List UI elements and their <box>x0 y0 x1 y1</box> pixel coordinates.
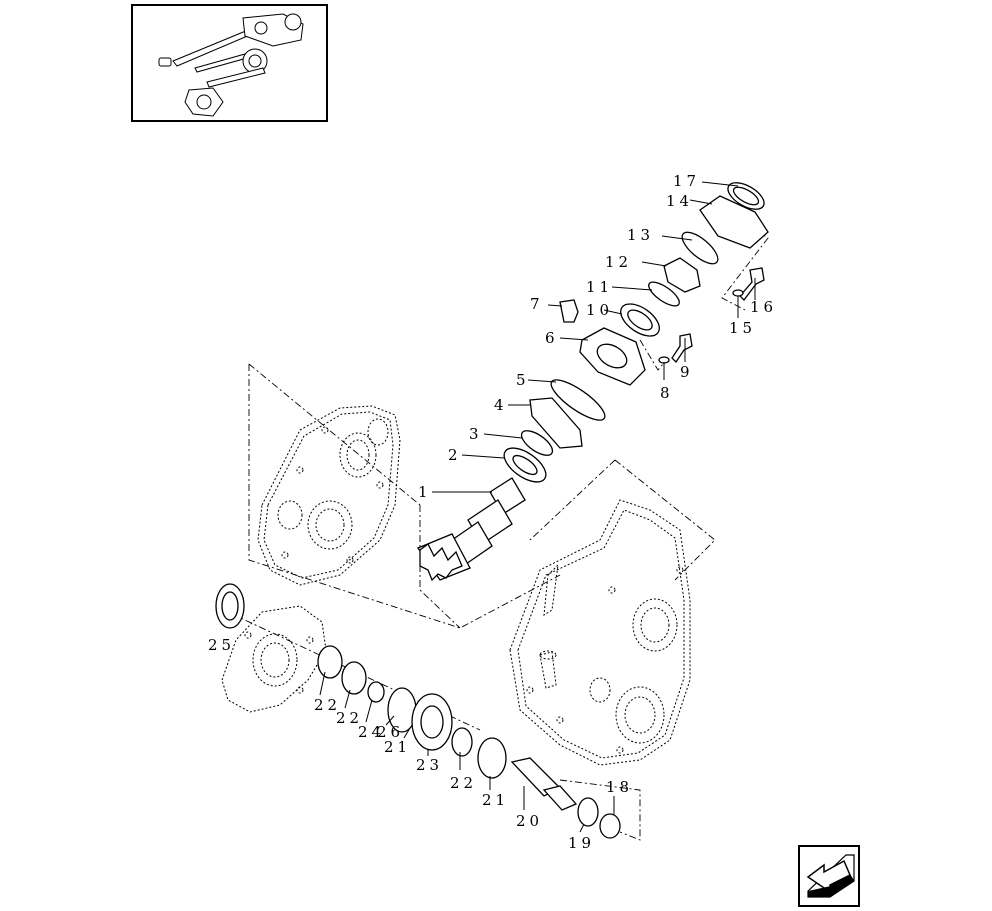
part-16-bolt <box>739 267 765 301</box>
part-23-bearing-inner <box>420 705 444 739</box>
navigation-back-button[interactable] <box>798 845 860 907</box>
part-22-ring-a <box>317 645 343 679</box>
part-25-seal-inner <box>221 591 239 621</box>
callout-7: 7 <box>530 295 544 313</box>
leader-lines <box>319 181 756 833</box>
part-1-pinion-shaft <box>417 477 526 582</box>
part-3-ring <box>520 430 554 456</box>
callout-22-c: 22 <box>450 774 477 792</box>
callouts: 17 14 13 12 11 7 10 6 9 8 16 15 5 4 3 2 … <box>208 172 777 852</box>
callout-8: 8 <box>660 384 674 402</box>
callout-13: 13 <box>627 226 654 244</box>
housing-outline-upper <box>248 364 561 629</box>
right-housing <box>509 499 691 766</box>
callout-1: 1 <box>418 483 432 501</box>
callout-21-a: 21 <box>384 738 411 756</box>
callout-2: 2 <box>448 446 462 464</box>
callout-14: 14 <box>666 192 693 210</box>
callout-24: 24 <box>358 723 385 741</box>
callout-17: 17 <box>673 172 700 190</box>
callout-9: 9 <box>680 363 694 381</box>
callout-25: 25 <box>208 636 235 654</box>
part-22-ring-c <box>451 727 473 757</box>
part-12-locknut <box>663 257 701 293</box>
part-2-bearing-inner <box>512 454 538 476</box>
callout-3: 3 <box>469 425 483 443</box>
callout-26: 26 <box>377 723 404 741</box>
part-22-ring-b <box>341 661 367 695</box>
callout-18: 18 <box>606 778 633 796</box>
part-20-output-shaft <box>510 757 578 811</box>
callout-19: 19 <box>568 834 595 852</box>
part-24-spacer <box>367 681 385 703</box>
part-10-bearing-inner <box>627 309 653 331</box>
part-14-nut <box>699 195 769 249</box>
assembly-thumbnail-icon <box>158 13 304 117</box>
callout-4: 4 <box>494 396 508 414</box>
part-19-ring <box>577 797 599 827</box>
callout-21-b: 21 <box>482 791 509 809</box>
part-17-ring-inner <box>732 186 760 206</box>
part-6-bore <box>596 343 628 369</box>
assembly-thumbnail <box>131 4 328 122</box>
part-9-bolt <box>671 333 693 364</box>
housing-outline-right <box>529 459 716 581</box>
callout-6: 6 <box>545 329 559 347</box>
callout-23: 23 <box>416 756 443 774</box>
arrow-back-icon <box>806 854 855 898</box>
callout-20: 20 <box>516 812 543 830</box>
callout-16: 16 <box>750 298 777 316</box>
callout-22-a: 22 <box>314 696 341 714</box>
shaft-axis-outline <box>248 363 461 629</box>
part-11-washer <box>648 281 680 307</box>
part-7-plug <box>559 299 579 323</box>
part-4-shim <box>529 397 583 449</box>
callout-11: 11 <box>586 278 613 296</box>
part-18-bearing <box>599 813 621 839</box>
left-housing <box>257 405 401 586</box>
lower-left-cover <box>221 605 327 713</box>
part-15-washer <box>732 289 744 297</box>
part-21-circlip <box>477 737 507 779</box>
callout-5: 5 <box>516 371 530 389</box>
callout-10: 10 <box>586 301 613 319</box>
callout-12: 12 <box>605 253 632 271</box>
callout-22-b: 22 <box>336 709 363 727</box>
callout-15: 15 <box>729 319 756 337</box>
